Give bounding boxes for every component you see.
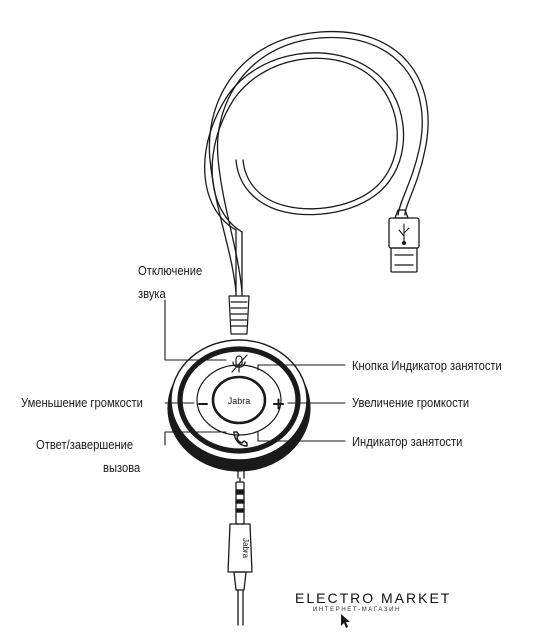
watermark-title: ELECTRO MARKET bbox=[295, 590, 452, 606]
watermark-subtitle: ИНТЕРНЕТ-МАГАЗИН bbox=[313, 607, 401, 613]
label-busy-button: Кнопка Индикатор занятости bbox=[352, 358, 502, 373]
label-mute-line2: звука bbox=[138, 286, 166, 301]
brand-plug-text: Jabra bbox=[241, 538, 250, 559]
audio-jack bbox=[227, 477, 253, 626]
controller-body bbox=[167, 339, 311, 472]
strain-relief bbox=[228, 295, 250, 335]
jack-cable bbox=[237, 470, 245, 479]
label-volume-up: Увеличение громкости bbox=[352, 395, 470, 410]
label-mute-line1: Отключение bbox=[138, 263, 203, 278]
label-answer-line1: Ответ/завершение bbox=[36, 437, 134, 452]
usb-icon bbox=[398, 223, 410, 246]
callout-lines bbox=[164, 299, 346, 446]
phone-icon[interactable] bbox=[233, 431, 248, 447]
label-volume-down: Уменьшение громкости bbox=[21, 395, 143, 410]
volume-up-button[interactable] bbox=[273, 398, 284, 410]
brand-center-text: Jabra bbox=[228, 396, 251, 406]
watermark-logo: ELECTRO MARKET ИНТЕРНЕТ-МАГАЗИН bbox=[285, 584, 449, 624]
cursor-icon bbox=[341, 614, 350, 628]
cable-to-device bbox=[235, 229, 243, 297]
label-busy-indicator: Индикатор занятости bbox=[352, 434, 463, 449]
label-answer-line2: вызова bbox=[103, 460, 141, 475]
usb-connector bbox=[388, 209, 420, 273]
mute-icon[interactable] bbox=[231, 354, 248, 373]
cable-coil bbox=[204, 30, 429, 293]
